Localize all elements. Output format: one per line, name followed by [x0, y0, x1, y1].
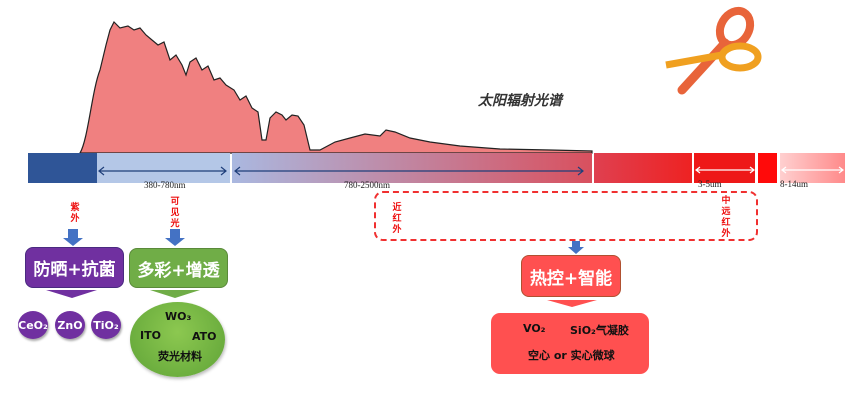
material-zno: ZnO — [55, 311, 85, 339]
material-wo3: WO₃ — [165, 310, 192, 323]
range-mir: 3-5um — [698, 179, 722, 189]
mir-band — [694, 153, 755, 183]
material-ito: ITO — [140, 329, 161, 342]
range-fir: 8-14um — [780, 179, 808, 189]
atmos-band — [758, 153, 777, 183]
ir-box: 热控+智能 — [521, 255, 621, 297]
material-microspheres: 空心 or 实心微球 — [528, 349, 615, 362]
material-vo2: VO₂ — [523, 322, 546, 335]
label-uv: 紫外 — [70, 203, 80, 224]
material-ceo2: CeO₂ — [18, 311, 48, 339]
ir-dashed-region — [374, 191, 758, 241]
nir-band — [232, 153, 592, 183]
range-nir: 780-2500nm — [344, 180, 390, 190]
range-visible: 380-780nm — [144, 180, 186, 190]
visible-materials-ellipse — [130, 302, 225, 377]
visible-band — [97, 153, 230, 183]
label-nir: 近红外 — [392, 203, 402, 235]
material-sio2-aerogel: SiO₂气凝胶 — [570, 324, 629, 337]
logo-scissors — [650, 5, 770, 95]
uv-box: 防晒+抗菌 — [25, 247, 124, 288]
ir-band — [594, 153, 692, 183]
ir-materials-box — [491, 313, 649, 374]
range-arrows — [98, 166, 844, 176]
label-mfir: 中远红外 — [721, 196, 731, 239]
visible-box: 多彩+增透 — [129, 248, 228, 288]
label-visible: 可见光 — [170, 197, 180, 229]
material-fluorescent: 荧光材料 — [158, 350, 202, 363]
uv-band — [28, 153, 97, 183]
spectrum-title: 太阳辐射光谱 — [478, 93, 562, 109]
material-tio2: TiO₂ — [91, 311, 121, 339]
material-ato: ATO — [192, 330, 217, 343]
fir-band — [780, 153, 845, 183]
